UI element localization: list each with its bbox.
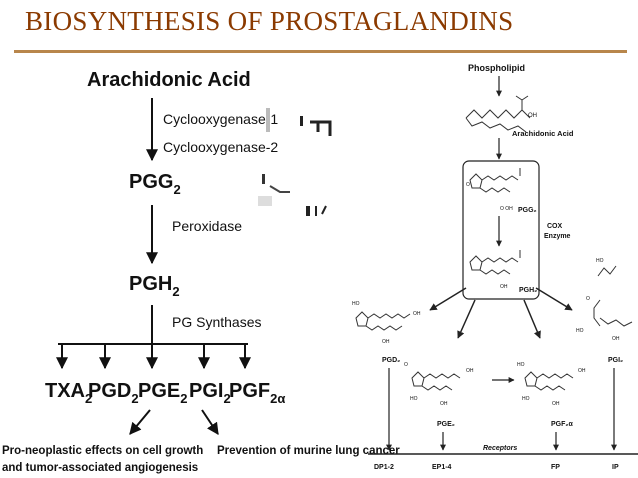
svg-text:HO: HO (576, 328, 584, 334)
pgh2-label: PGH2 (129, 273, 180, 299)
receptor-fp: FP (551, 464, 560, 471)
pgg2-structure (469, 168, 521, 193)
pge2-right-label: PGE₂ (437, 421, 455, 428)
svg-text:OH: OH (413, 311, 421, 317)
effect-pge2-line2: and tumor-associated angiogenesis (2, 462, 198, 474)
receptor-ip: IP (612, 464, 619, 471)
pgd2-structure (355, 311, 411, 331)
svg-text:OH: OH (440, 401, 448, 407)
pgg2-label: PGG2 (129, 171, 181, 197)
inset-image-fragment (258, 108, 332, 216)
svg-text:OH: OH (552, 401, 560, 407)
arrow-to-pgi2 (535, 287, 573, 311)
pgi2-right-label: PGI₂ (608, 357, 623, 364)
svg-text:O: O (404, 362, 408, 368)
arachidonic-acid-label: Arachidonic Acid (87, 69, 251, 91)
pgh2-right-label: PGH₂ (519, 287, 537, 294)
svg-text:HO: HO (410, 396, 418, 402)
cox-enzyme-box (462, 160, 540, 300)
oh-label-pgh2: OH (500, 284, 508, 290)
effect-pge2-line1: Pro-neoplastic effects on cell growth (2, 445, 203, 457)
product-txa2: TXA2 (45, 380, 92, 406)
title-underline (14, 50, 627, 53)
arachidonic-acid-label-right: Arachidonic Acid (512, 129, 574, 138)
receptor-dp: DP1-2 (374, 464, 394, 471)
product-pgf2a: PGF2α (229, 380, 285, 406)
phospholipid-label: Phospholipid (468, 63, 525, 73)
pg-synthases-label: PG Synthases (172, 314, 262, 330)
o-label: O (466, 182, 470, 188)
pgg2-right-label: PGG₂ (518, 207, 537, 214)
arrow-to-pge2 (457, 299, 476, 339)
svg-text:O: O (586, 296, 590, 302)
left-pathway: Arachidonic Acid Cyclooxygenase-1 Cycloo… (2, 69, 400, 474)
pgf2a-right-label: PGF₂α (551, 421, 574, 428)
oh-label: OH (528, 113, 537, 119)
pge2-structure (411, 371, 461, 391)
svg-text:OH: OH (612, 336, 620, 342)
pgi2-structure (593, 265, 633, 327)
pgh2-structure (469, 250, 521, 275)
svg-text:HO: HO (352, 301, 360, 307)
pgd2-right-label: PGD₂ (382, 357, 400, 364)
cyclooxygenase-2-label: Cyclooxygenase-2 (163, 139, 278, 155)
ooh-label: O OH (500, 206, 513, 212)
receptors-label: Receptors (483, 445, 517, 452)
receptor-ep: EP1-4 (432, 464, 452, 471)
svg-text:HO: HO (517, 362, 525, 368)
svg-text:HO: HO (522, 396, 530, 402)
svg-text:OH: OH (382, 339, 390, 345)
right-pathway: Phospholipid OH Arachidonic Acid O O OH … (352, 63, 638, 471)
arachidonic-acid-structure (465, 95, 531, 133)
cyclooxygenase-1-label: Cyclooxygenase-1 (163, 111, 278, 127)
svg-text:HO: HO (596, 258, 604, 264)
enzyme-label: Enzyme (544, 233, 571, 240)
arrow-to-pgf2a (523, 299, 541, 339)
slide-title: BIOSYNTHESIS OF PROSTAGLANDINS (25, 6, 514, 36)
arrow-to-pgd2 (429, 287, 467, 311)
svg-text:OH: OH (578, 368, 586, 374)
arrow-pgi2-effect (201, 409, 219, 435)
product-pgd2: PGD2 (88, 380, 139, 406)
product-pgi2: PGI2 (189, 380, 231, 406)
effect-pgi2: Prevention of murine lung cancer (217, 445, 400, 457)
pgf2a-structure (524, 371, 574, 391)
peroxidase-label: Peroxidase (172, 218, 242, 234)
svg-text:OH: OH (466, 368, 474, 374)
arrow-pge2-effect (129, 409, 151, 435)
product-pge2: PGE2 (138, 380, 187, 406)
cox-label: COX (547, 223, 563, 230)
